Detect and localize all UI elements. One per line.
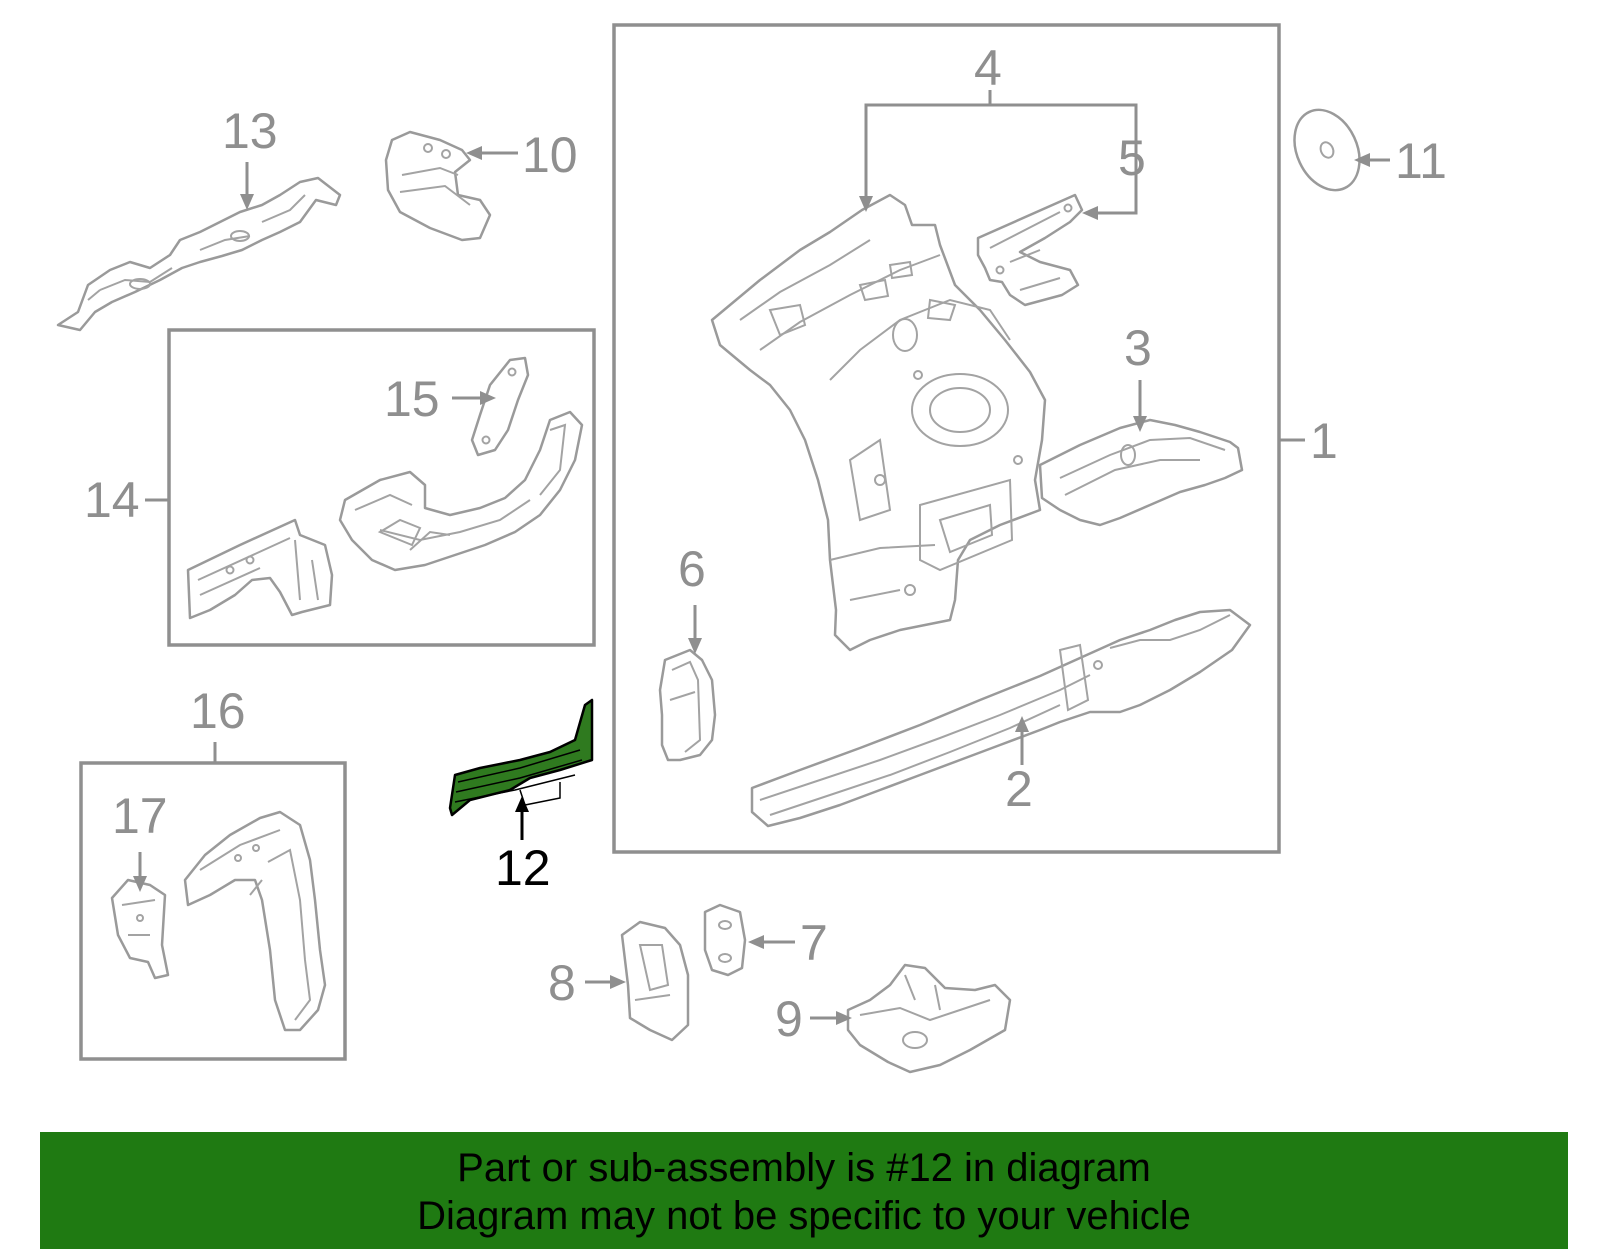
callout-13: 13 [222,103,278,159]
callout-14: 14 [84,472,140,528]
part-6-drawing[interactable] [658,648,717,762]
callout-11: 11 [1395,133,1447,189]
part-11-drawing[interactable] [1282,99,1372,200]
part-8-drawing[interactable] [620,920,690,1042]
part-13-drawing[interactable] [56,176,342,332]
part-17-drawing[interactable] [110,878,170,980]
callout-12: 12 [495,840,551,896]
callout-15: 15 [384,371,440,427]
callout-10: 10 [522,127,578,183]
part-7-drawing[interactable] [703,903,747,977]
callout-16: 16 [190,683,246,739]
part-10-drawing[interactable] [384,130,492,242]
banner-line-1: Part or sub-assembly is #12 in diagram [457,1146,1151,1190]
callout-1: 1 [1310,413,1338,469]
info-banner: Part or sub-assembly is #12 in diagram D… [40,1132,1568,1249]
callout-7: 7 [800,915,828,971]
part-4-drawing[interactable] [710,193,1047,652]
leader-lines [133,90,1390,1025]
banner-line-2: Diagram may not be specific to your vehi… [417,1194,1191,1238]
callout-17: 17 [112,788,168,844]
callout-2: 2 [1005,761,1033,817]
callout-5: 5 [1118,130,1146,186]
callout-9: 9 [775,991,803,1047]
part-3-drawing[interactable] [1038,418,1244,527]
callout-8: 8 [548,955,576,1011]
part-5-drawing[interactable] [976,193,1084,307]
assembly-box-14 [167,328,596,647]
callout-3: 3 [1124,320,1152,376]
part-14-drawing[interactable] [186,410,584,620]
part-12-highlighted-drawing[interactable] [448,698,594,817]
part-15-drawing[interactable] [470,356,530,457]
callout-6: 6 [678,541,706,597]
part-9-drawing[interactable] [846,963,1012,1074]
part-16-drawing[interactable] [183,810,327,1032]
part-2-drawing[interactable] [750,608,1252,828]
callout-4: 4 [974,40,1002,96]
assembly-box-16 [79,761,347,1061]
